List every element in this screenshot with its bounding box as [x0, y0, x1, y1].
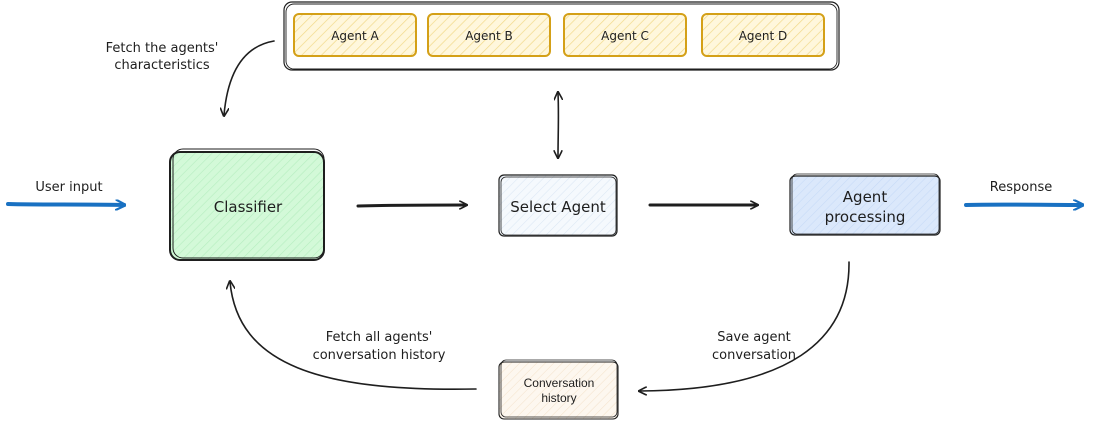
agent-d-label: Agent D: [739, 29, 788, 43]
agent-c-label: Agent C: [601, 29, 649, 43]
agent-a-box: Agent A: [293, 13, 417, 57]
agent-c-box: Agent C: [563, 13, 687, 57]
fetch-characteristics-arrow: [224, 40, 275, 115]
select-agent-box: Select Agent: [498, 174, 618, 237]
classifier-to-select-arrow: [356, 205, 466, 206]
agent-processing-label-line1: Agent: [843, 188, 888, 206]
save-conversation-label-line1: Save agent: [717, 330, 791, 345]
conversation-history-label-line1: Conversation: [524, 376, 595, 390]
agent-d-box: Agent D: [701, 13, 825, 57]
save-conversation-label-line2: conversation: [712, 348, 796, 363]
select-agent-label: Select Agent: [510, 198, 606, 216]
agent-b-box: Agent B: [427, 13, 551, 57]
user-input-arrow: [6, 204, 124, 205]
classifier-box: Classifier: [169, 148, 325, 261]
agent-b-label: Agent B: [465, 29, 513, 43]
fetch-characteristics-label-line1: Fetch the agents': [106, 41, 219, 56]
fetch-characteristics-label-line2: characteristics: [114, 58, 209, 73]
agents-container: [283, 1, 840, 71]
conversation-history-label-line2: history: [541, 391, 576, 405]
user-input-label: User input: [35, 180, 102, 195]
fetch-history-arrow: [230, 282, 477, 391]
agent-processing-label-line2: processing: [825, 208, 906, 226]
response-label: Response: [990, 180, 1052, 195]
save-conversation-arrow: [640, 261, 850, 391]
classifier-label: Classifier: [214, 198, 283, 216]
agent-processing-box: Agent processing: [789, 173, 941, 236]
fetch-history-label-line1: Fetch all agents': [326, 330, 433, 345]
conversation-history-box: Conversation history: [498, 359, 619, 420]
fetch-history-label-line2: conversation history: [313, 348, 446, 363]
agent-a-label: Agent A: [331, 29, 379, 43]
